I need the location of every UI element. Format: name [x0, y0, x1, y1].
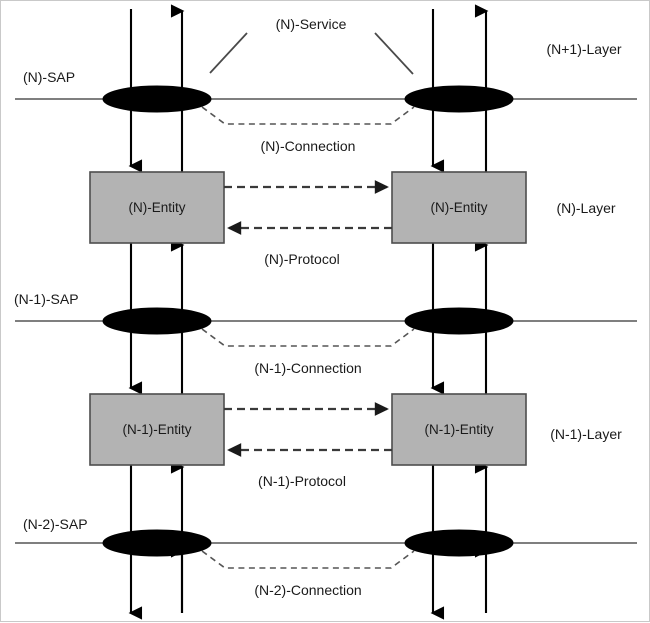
diagram-labels: (N)-Service (N+1)-Layer (N)-Layer (N-1)-… [14, 16, 622, 598]
label-connection-n-minus-1: (N-1)-Connection [254, 360, 361, 376]
label-entity-n-minus-1-right: (N-1)-Entity [424, 422, 493, 437]
connection-curve-n-minus-2 [201, 550, 415, 569]
connection-curves [201, 106, 415, 569]
sap-node-n-minus-1-left [102, 307, 212, 335]
service-leader-right [374, 32, 414, 75]
label-protocol-n-minus-1: (N-1)-Protocol [258, 473, 346, 489]
entity-box-n-right [391, 171, 527, 244]
entity-boxes [89, 171, 527, 466]
connection-curve-n-minus-1 [201, 328, 415, 347]
label-entity-n-minus-1-left: (N-1)-Entity [122, 422, 191, 437]
label-layer-n-minus-1: (N-1)-Layer [550, 426, 622, 442]
entity-box-n-minus-1-left [89, 393, 225, 466]
label-entity-n-right: (N)-Entity [431, 200, 488, 215]
label-connection-n: (N)-Connection [261, 138, 356, 154]
sap-node-n-left [102, 85, 212, 113]
sap-node-n-minus-2-left [102, 529, 212, 557]
protocol-arrows [224, 180, 392, 457]
entity-box-n-minus-1-right [391, 393, 527, 466]
entity-box-n-left [89, 171, 225, 244]
service-leader-left [209, 32, 248, 74]
label-sap-n-minus-2: (N-2)-SAP [23, 516, 88, 532]
label-layer-n-plus-1: (N+1)-Layer [546, 41, 621, 57]
label-protocol-n: (N)-Protocol [264, 251, 339, 267]
label-entity-n-left: (N)-Entity [129, 200, 186, 215]
label-sap-n-minus-1: (N-1)-SAP [14, 291, 79, 307]
label-connection-n-minus-2: (N-2)-Connection [254, 582, 361, 598]
sap-node-n-minus-2-right [404, 529, 514, 557]
service-leader-lines [209, 32, 414, 75]
connection-curve-n [201, 106, 415, 125]
sap-nodes [102, 85, 514, 557]
sap-node-n-minus-1-right [404, 307, 514, 335]
sap-node-n-right [404, 85, 514, 113]
label-layer-n: (N)-Layer [556, 200, 615, 216]
label-service: (N)-Service [276, 16, 347, 32]
label-sap-n: (N)-SAP [23, 69, 75, 85]
